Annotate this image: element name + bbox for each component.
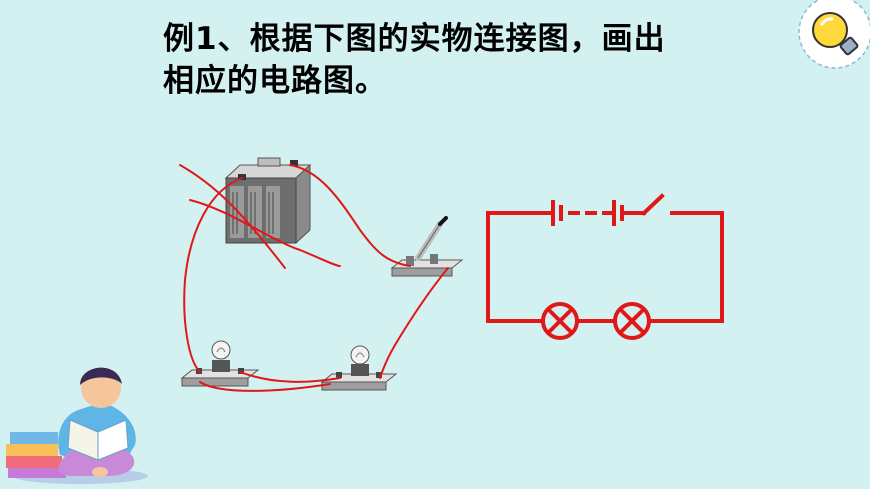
lamp-2 — [320, 345, 398, 391]
circuit-schematic — [486, 193, 724, 323]
wire-lamp1-bypass — [199, 381, 331, 392]
wire-battery-to-switch — [289, 164, 411, 267]
slide-title: 例1、根据下图的实物连接图，画出 相应的电路图。 — [163, 18, 723, 102]
wire-switch-to-lamp2 — [379, 267, 449, 379]
title-line-2: 相应的电路图。 — [163, 63, 387, 99]
connecting-wires — [179, 164, 449, 392]
title-line-1: 例1、根据下图的实物连接图，画出 — [163, 21, 666, 57]
wire-decorative-1 — [179, 164, 286, 269]
reading-child-illustration — [6, 367, 148, 484]
lamp-1 — [180, 340, 260, 387]
wire-decorative-2 — [189, 199, 341, 267]
lightbulb-icon — [798, 0, 870, 69]
knife-switch — [390, 216, 464, 277]
battery-box — [224, 157, 312, 245]
schematic-lamp-1 — [541, 302, 579, 340]
wire-battery-to-lamp1 — [183, 177, 243, 373]
schematic-lamp-2 — [613, 302, 651, 340]
wire-lamp1-to-lamp2 — [239, 371, 341, 383]
